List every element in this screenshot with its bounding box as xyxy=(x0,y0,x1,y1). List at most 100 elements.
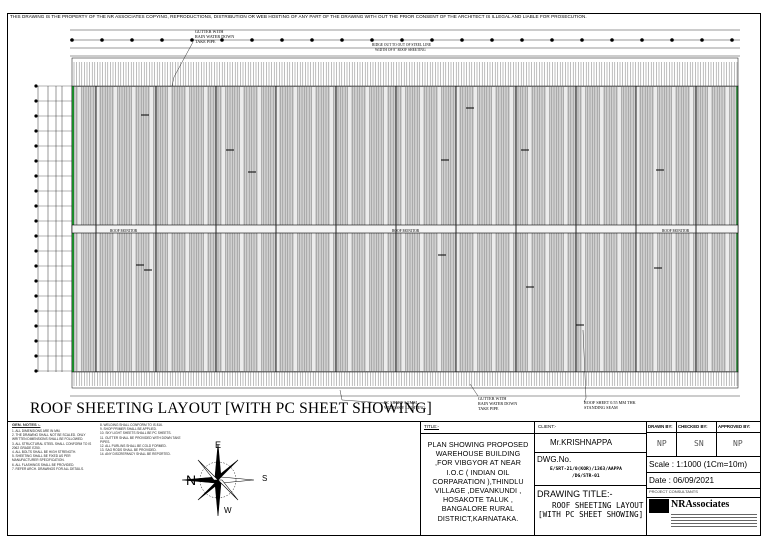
tb-rule xyxy=(421,433,534,434)
firm-tagline: PROJECT CONSULTANTS xyxy=(649,489,698,494)
grid-bubble-top xyxy=(430,38,434,42)
tb-rule xyxy=(646,488,761,489)
compass-n: N xyxy=(186,472,197,488)
dwg-no-line-2: /DG/STR-01 xyxy=(572,474,600,479)
note-line: 5. SHEETING SHALL BE FIXED AS PER MANUFA… xyxy=(12,454,71,463)
approved-by: NP xyxy=(733,439,743,448)
drawing-title-line-1: ROOF SHEETING LAYOUT xyxy=(552,501,644,510)
grid-bubble-top xyxy=(70,38,74,42)
note-line: 2. THE DRAWING SHALL NOT BE SCALED. ONLY… xyxy=(12,433,86,442)
tb-rule xyxy=(646,456,761,457)
scale: Scale : 1:1000 (1Cm=10m) xyxy=(649,460,748,469)
gutter-top-label-1: GUTTER WITH xyxy=(195,29,223,34)
tb-rule xyxy=(535,485,646,486)
tb-rule xyxy=(646,497,761,498)
drawing-title-line-2: [WITH PC SHEET SHOWING] xyxy=(538,510,644,519)
ridge-label-mid: ROOF MONITOR xyxy=(392,229,420,233)
tb-rule xyxy=(534,421,535,536)
firm-name: NRAssociates xyxy=(671,499,730,510)
grid-bubble-top xyxy=(340,38,344,42)
grid-bubble-top xyxy=(100,38,104,42)
project-line: DISTRICT,KARNATAKA. xyxy=(437,513,519,523)
note-line: 13. SAG RODS SHALL BE PROVIDED. xyxy=(100,448,157,453)
compass-s: S xyxy=(262,474,268,483)
drawing-frame xyxy=(7,13,761,536)
gutter-bottom-label-3: TAKE PIPE xyxy=(478,406,499,411)
tb-rule xyxy=(535,433,646,434)
approved-by-label: APPROVED BY: xyxy=(718,424,751,429)
tb-rule xyxy=(646,472,761,473)
grid-bubble-top xyxy=(670,38,674,42)
gutter-bottom-label-2: RAIN WATER DOWN xyxy=(478,401,517,406)
top-gutter-band xyxy=(71,57,739,87)
client-name: Mr.KRISHNAPPA xyxy=(550,438,613,447)
drawing-title-label: DRAWING TITLE:- xyxy=(537,489,613,499)
project-line: HOSAKOTE TALUK , xyxy=(442,495,514,505)
north-arrow-compass xyxy=(181,443,255,517)
dwg-no-label: DWG.No. xyxy=(537,455,572,464)
tb-rule xyxy=(535,452,646,453)
notes-column-2: 8. WELDING SHALL CONFORM TO IS 816.9. SH… xyxy=(100,423,182,457)
note-line: 7. REFER ARCH. DRAWINGS FOR ALL DETAILS. xyxy=(12,466,84,471)
grid-bubble-top xyxy=(160,38,164,42)
note-line: 9. SHOP PRIMER SHALL BE APPLIED. xyxy=(100,427,157,432)
client-label: CLIENT:- xyxy=(538,424,557,429)
notes-heading: GEN. NOTES :- xyxy=(12,423,41,427)
project-line: ,FOR VIBGYOR AT NEAR xyxy=(434,458,521,468)
project-line: VILLAGE ,DEVANKUNDI , xyxy=(434,486,522,496)
sheet-top-label-2: WIDTH OF 8" ROOF SHEETING xyxy=(375,48,426,52)
tb-rule xyxy=(646,421,647,536)
grid-bubble-top xyxy=(400,38,404,42)
grid-bubble-top xyxy=(520,38,524,42)
drawn-by: NP xyxy=(657,439,667,448)
bottom-gutter-band xyxy=(71,371,739,389)
note-line: 12. ALL PURLINS SHALL BE COLD FORMED. xyxy=(100,444,167,449)
grid-bubble-top xyxy=(700,38,704,42)
note-line: 4. ALL BOLTS SHALL BE HIGH STRENGTH. xyxy=(12,450,77,455)
gutter-bottom-label-1: GUTTER WITH xyxy=(478,396,506,401)
grid-bubble-top xyxy=(220,38,224,42)
tb-rule xyxy=(716,421,717,457)
project-line: BANGALORE RURAL xyxy=(441,504,515,514)
title-label: TITLE:- xyxy=(424,424,440,429)
grid-bubble-top xyxy=(310,38,314,42)
panel-divider xyxy=(7,421,761,422)
grid-bubble-top xyxy=(460,38,464,42)
grid-bubble-top xyxy=(490,38,494,42)
gutter-top-label-2: RAIN WATER DOWN xyxy=(195,34,234,39)
sheet-top-label-1: RIDGE OUT TO OUT OF STEEL LINE xyxy=(372,43,432,47)
compass-w: W xyxy=(224,506,232,515)
ridge-label-left: ROOF MONITOR xyxy=(110,229,138,233)
grid-bubble-top xyxy=(730,38,734,42)
note-line: 1. ALL DIMENSIONS ARE IN MM. xyxy=(12,429,61,433)
grid-bubble-top xyxy=(640,38,644,42)
gutter-top-label-3: TAKE PIPE xyxy=(195,39,216,44)
project-line: PLAN SHOWING PROPOSED xyxy=(427,440,529,449)
grid-bubble-top xyxy=(610,38,614,42)
checked-by: SN xyxy=(694,439,704,448)
compass-e: E xyxy=(215,440,222,450)
title-block-left-border xyxy=(420,421,421,536)
roof-sheet-label-1: ROOF SHEET 0.55 MM THK xyxy=(584,400,636,405)
note-line: 6. ALL FLASHINGS SHALL BE PROVIDED. xyxy=(12,462,75,467)
project-line: WAREHOUSE BUILDING xyxy=(435,449,521,459)
dimension-lines xyxy=(37,29,740,397)
leader-lines xyxy=(171,41,587,404)
grid-bubble-top xyxy=(280,38,284,42)
dwg-no-line-1: E/SRT-21/0(KOR)/1363/AAPPA xyxy=(550,467,622,472)
project-line: CORPARATION ),THINDLU xyxy=(432,476,524,486)
firm-address-block xyxy=(671,513,757,527)
note-line: 14. ANY DISCREPANCY SHALL BE REPORTED. xyxy=(100,452,171,457)
grid-bubble-top xyxy=(550,38,554,42)
tb-rule xyxy=(676,421,677,457)
grid-bubble-top xyxy=(190,38,194,42)
pc-sheet-label-1: PC SHEET 3/2MM xyxy=(384,400,417,405)
date: Date : 06/09/2021 xyxy=(649,476,715,485)
grid-bubble-top xyxy=(370,38,374,42)
drawing-title: ROOF SHEETING LAYOUT [WITH PC SHEET SHOW… xyxy=(30,400,433,417)
note-line: 10. SKY LIGHT SHEETS SHALL BE PC SHEETS. xyxy=(100,431,172,436)
note-line: 11. GUTTER SHALL BE PROVIDED WITH DOWN T… xyxy=(100,435,181,444)
firm-logo-mark xyxy=(649,499,669,513)
